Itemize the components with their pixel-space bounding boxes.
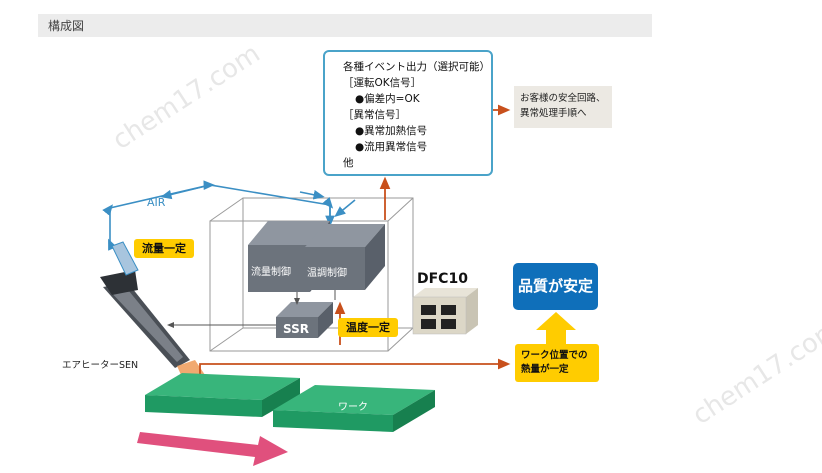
temp-control-label: 温調制御	[307, 266, 347, 279]
work-left	[145, 373, 300, 417]
workpos-line-2: 熱量が一定	[521, 364, 569, 375]
work-label: ワーク	[338, 401, 368, 413]
event-line-1: 各種イベント出力（選択可能）	[343, 61, 490, 73]
event-line-5: ●異常加熱信号	[355, 125, 428, 137]
ssr-label: SSR	[283, 322, 309, 336]
internal-connectors	[167, 290, 336, 328]
temp-constant-label: 温度一定	[338, 318, 398, 337]
flow-control-label: 流量制御	[251, 265, 291, 278]
flow-constant-label: 流量一定	[134, 239, 194, 258]
customer-safety-box: お客様の安全回路、 異常処理手順へ	[514, 86, 612, 128]
dfc10-label: DFC10	[417, 271, 468, 287]
ssr-block	[276, 302, 333, 338]
dfc10-device	[412, 288, 478, 335]
watermark-right: chem17.com	[687, 314, 822, 431]
header-bar: 構成図	[38, 14, 652, 37]
customer-line-1: お客様の安全回路、	[520, 93, 606, 104]
temp-control-block	[305, 224, 385, 290]
event-line-7: 他	[343, 157, 354, 169]
work-right	[273, 385, 435, 432]
heater-sen	[100, 241, 215, 395]
workpos-line-1: ワーク位置での	[521, 350, 588, 361]
heater-label: エアヒーターSEN	[62, 360, 139, 371]
event-line-2: ［運転OK信号］	[343, 77, 422, 89]
quality-up-arrow	[536, 312, 576, 344]
event-output-box: 各種イベント出力（選択可能） ［運転OK信号］ ●偏差内=OK ［異常信号］ ●…	[323, 50, 493, 176]
customer-line-2: 異常処理手順へ	[520, 108, 587, 119]
watermark-left: chem17.com	[107, 39, 265, 156]
page-title: 構成図	[48, 19, 85, 33]
quality-stable-box: 品質が安定	[513, 263, 598, 310]
event-line-3: ●偏差内=OK	[355, 93, 420, 105]
work-position-box: ワーク位置での 熱量が一定	[515, 344, 599, 382]
direction-arrow	[137, 432, 288, 466]
air-label: AIR	[147, 196, 166, 209]
event-line-4: ［異常信号］	[343, 109, 406, 121]
event-line-6: ●流用異常信号	[355, 141, 428, 153]
